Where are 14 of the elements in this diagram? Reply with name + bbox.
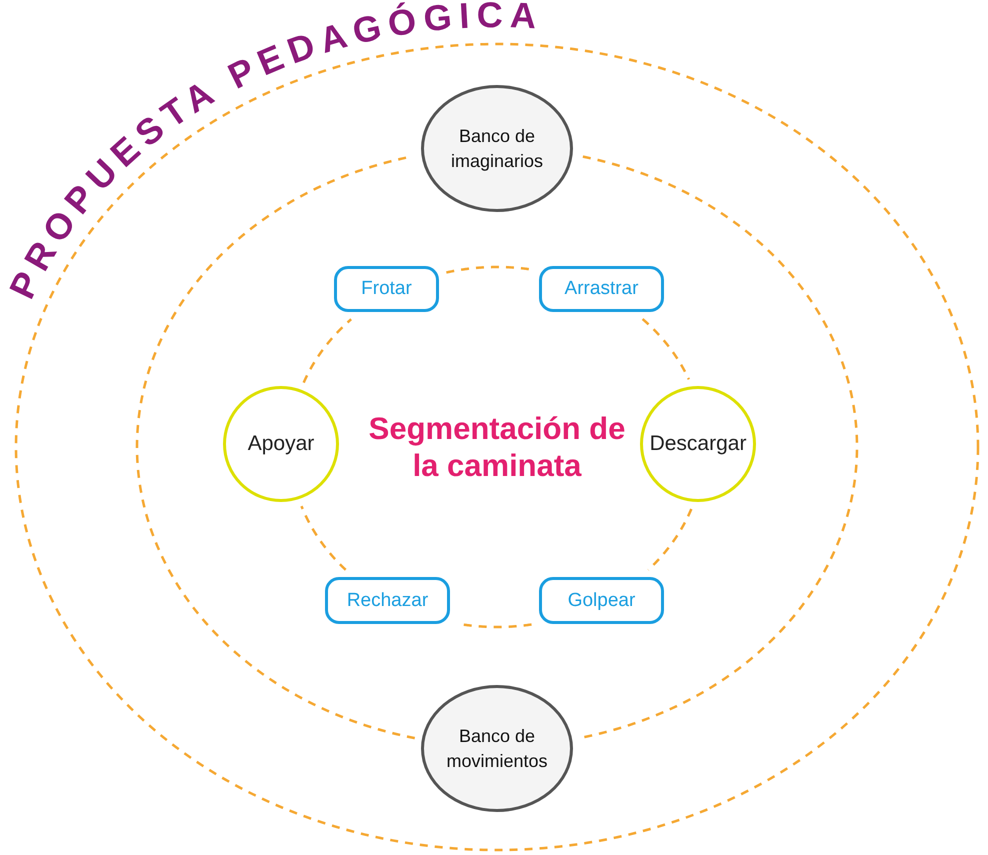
- dashed-connector: [136, 155, 416, 740]
- bank-ellipse: Banco de movimientos: [421, 685, 573, 812]
- action-box: Frotar: [334, 266, 439, 312]
- action-circle: Apoyar: [223, 386, 339, 502]
- dashed-connector: [300, 505, 346, 571]
- dashed-connector: [647, 508, 692, 571]
- action-box: Arrastrar: [539, 266, 664, 312]
- center-heading: Segmentación de la caminata: [368, 410, 626, 484]
- action-box: Golpear: [539, 577, 664, 624]
- bank-ellipse: Banco de imaginarios: [421, 85, 573, 212]
- dashed-connector: [642, 318, 690, 380]
- action-circle: Descargar: [640, 386, 756, 502]
- action-box: Rechazar: [325, 577, 450, 624]
- dashed-connector: [302, 318, 352, 384]
